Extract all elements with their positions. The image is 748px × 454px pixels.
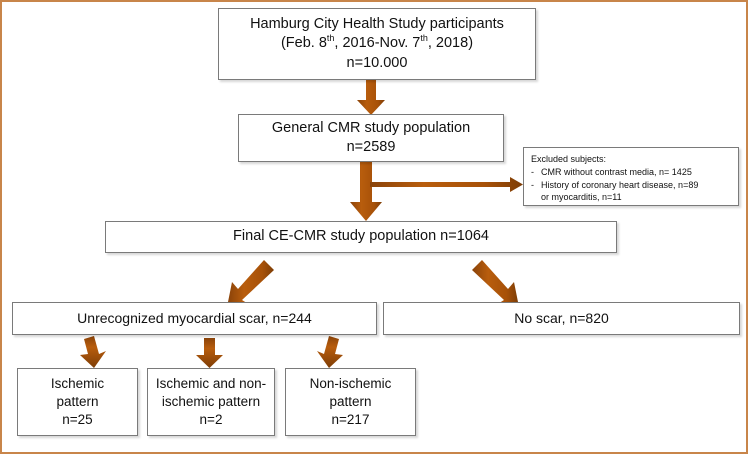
nonischemic-line-3: n=217 bbox=[331, 411, 370, 427]
excluded-item-2: - History of coronary heart disease, n=8… bbox=[531, 179, 734, 192]
node-general-cmr: General CMR study population n=2589 bbox=[238, 114, 504, 162]
arrow-final-cecmr-to-no-scar bbox=[472, 260, 518, 305]
node-participants: Hamburg City Health Study participants (… bbox=[218, 8, 536, 80]
unrecognized-line-1: Unrecognized myocardial scar, n=244 bbox=[77, 310, 312, 327]
node-unrecognized-scar: Unrecognized myocardial scar, n=244 bbox=[12, 302, 377, 335]
arrow-final-cecmr-to-unrecognized bbox=[228, 260, 274, 305]
excluded-item-1-text: CMR without contrast media, n= 1425 bbox=[541, 166, 692, 177]
ischemic-line-3: n=25 bbox=[62, 411, 93, 427]
mixed-line-2: ischemic pattern bbox=[161, 394, 261, 410]
arrow-general-cmr-to-excluded bbox=[370, 177, 523, 192]
nonischemic-line-2: pattern bbox=[329, 394, 372, 410]
excluded-item-2-text: History of coronary heart disease, n=89 bbox=[541, 179, 699, 190]
node-excluded-subjects: Excluded subjects: - CMR without contras… bbox=[523, 147, 739, 206]
node-ischemic-and-non-ischemic-pattern: Ischemic and non- ischemic pattern n=2 bbox=[147, 368, 275, 436]
arrow-unrecognized-to-nonischemic bbox=[317, 336, 343, 368]
ischemic-line-1: Ischemic bbox=[50, 376, 105, 392]
no-scar-line-1: No scar, n=820 bbox=[514, 310, 609, 327]
general-cmr-line-1: General CMR study population bbox=[271, 119, 471, 136]
node-final-cecmr: Final CE-CMR study population n=1064 bbox=[105, 221, 617, 253]
node-ischemic-pattern: Ischemic pattern n=25 bbox=[17, 368, 138, 436]
node-non-ischemic-pattern: Non-ischemic pattern n=217 bbox=[285, 368, 416, 436]
general-cmr-line-2: n=2589 bbox=[346, 139, 396, 155]
excluded-title: Excluded subjects: bbox=[531, 154, 607, 164]
participants-line-2: (Feb. 8th, 2016-Nov. 7th, 2018) bbox=[280, 33, 474, 52]
excluded-bullet-dash-2: - bbox=[531, 179, 534, 190]
arrow-participants-to-general-cmr bbox=[357, 80, 385, 115]
date-superscript-1: th bbox=[326, 33, 335, 44]
participants-line-1: Hamburg City Health Study participants bbox=[250, 16, 504, 33]
excluded-item-2-continued: or myocarditis, n=11 bbox=[541, 192, 622, 203]
excluded-item-1: - CMR without contrast media, n= 1425 bbox=[531, 166, 734, 179]
mixed-line-1: Ischemic and non- bbox=[155, 376, 267, 392]
excluded-bullet-dash-1: - bbox=[531, 166, 534, 177]
arrow-unrecognized-to-mixed bbox=[196, 338, 223, 368]
arrow-general-cmr-to-final-cecmr bbox=[350, 162, 382, 221]
arrow-unrecognized-to-ischemic bbox=[80, 336, 106, 368]
node-no-scar: No scar, n=820 bbox=[383, 302, 740, 335]
final-cecmr-line-1: Final CE-CMR study population n=1064 bbox=[233, 228, 489, 245]
mixed-line-3: n=2 bbox=[199, 411, 223, 427]
nonischemic-line-1: Non-ischemic bbox=[309, 376, 392, 392]
participants-line-3: n=10.000 bbox=[346, 54, 408, 71]
date-superscript-2: th bbox=[420, 33, 428, 44]
ischemic-line-2: pattern bbox=[56, 394, 99, 410]
